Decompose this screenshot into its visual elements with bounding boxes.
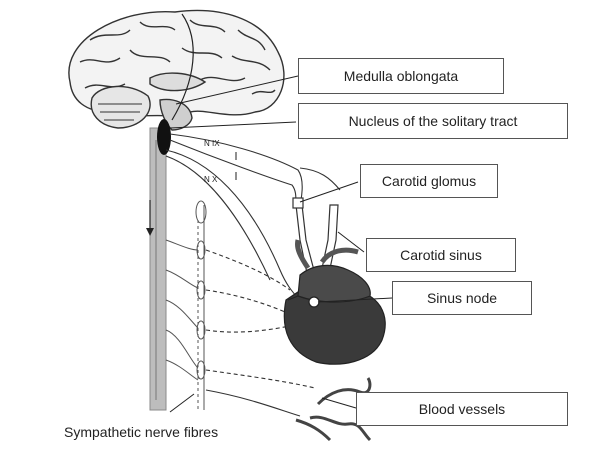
- spinal-cord: [149, 127, 167, 411]
- label-sympathetic-nerve-fibres: Sympathetic nerve fibres: [64, 424, 219, 440]
- nerve-label-ix: N IX: [204, 139, 220, 148]
- label-blood-vessels: Blood vessels: [356, 392, 568, 426]
- afferent-nerves: [169, 133, 341, 211]
- sinus-node-marker: [308, 296, 320, 308]
- nerve-label-x: N X: [204, 175, 218, 184]
- efferent-fibers: [165, 149, 316, 417]
- nucleus-solitary-tract: [157, 119, 171, 155]
- label-carotid-glomus: Carotid glomus: [360, 164, 498, 198]
- label-carotid-sinus: Carotid sinus: [366, 238, 516, 272]
- sympathetic-chain: [165, 200, 207, 410]
- pointer-lines: [169, 75, 393, 413]
- label-sinus-node: Sinus node: [392, 281, 532, 315]
- label-nucleus-solitary-tract: Nucleus of the solitary tract: [298, 103, 568, 139]
- label-medulla-oblongata: Medulla oblongata: [298, 58, 504, 94]
- heart-illustration: [283, 239, 386, 365]
